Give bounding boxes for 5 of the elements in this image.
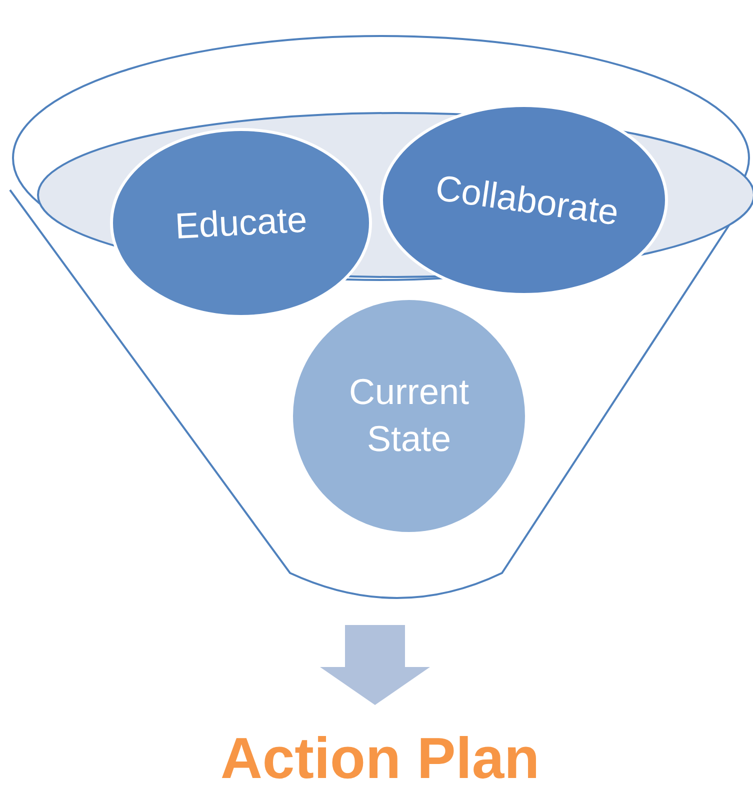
circle-label: Educate bbox=[174, 197, 308, 248]
block-arrow bbox=[320, 625, 430, 705]
result-text: Action Plan bbox=[200, 725, 560, 791]
circle-label: Collaborate bbox=[432, 165, 616, 235]
circle-label: Current State bbox=[348, 370, 470, 461]
